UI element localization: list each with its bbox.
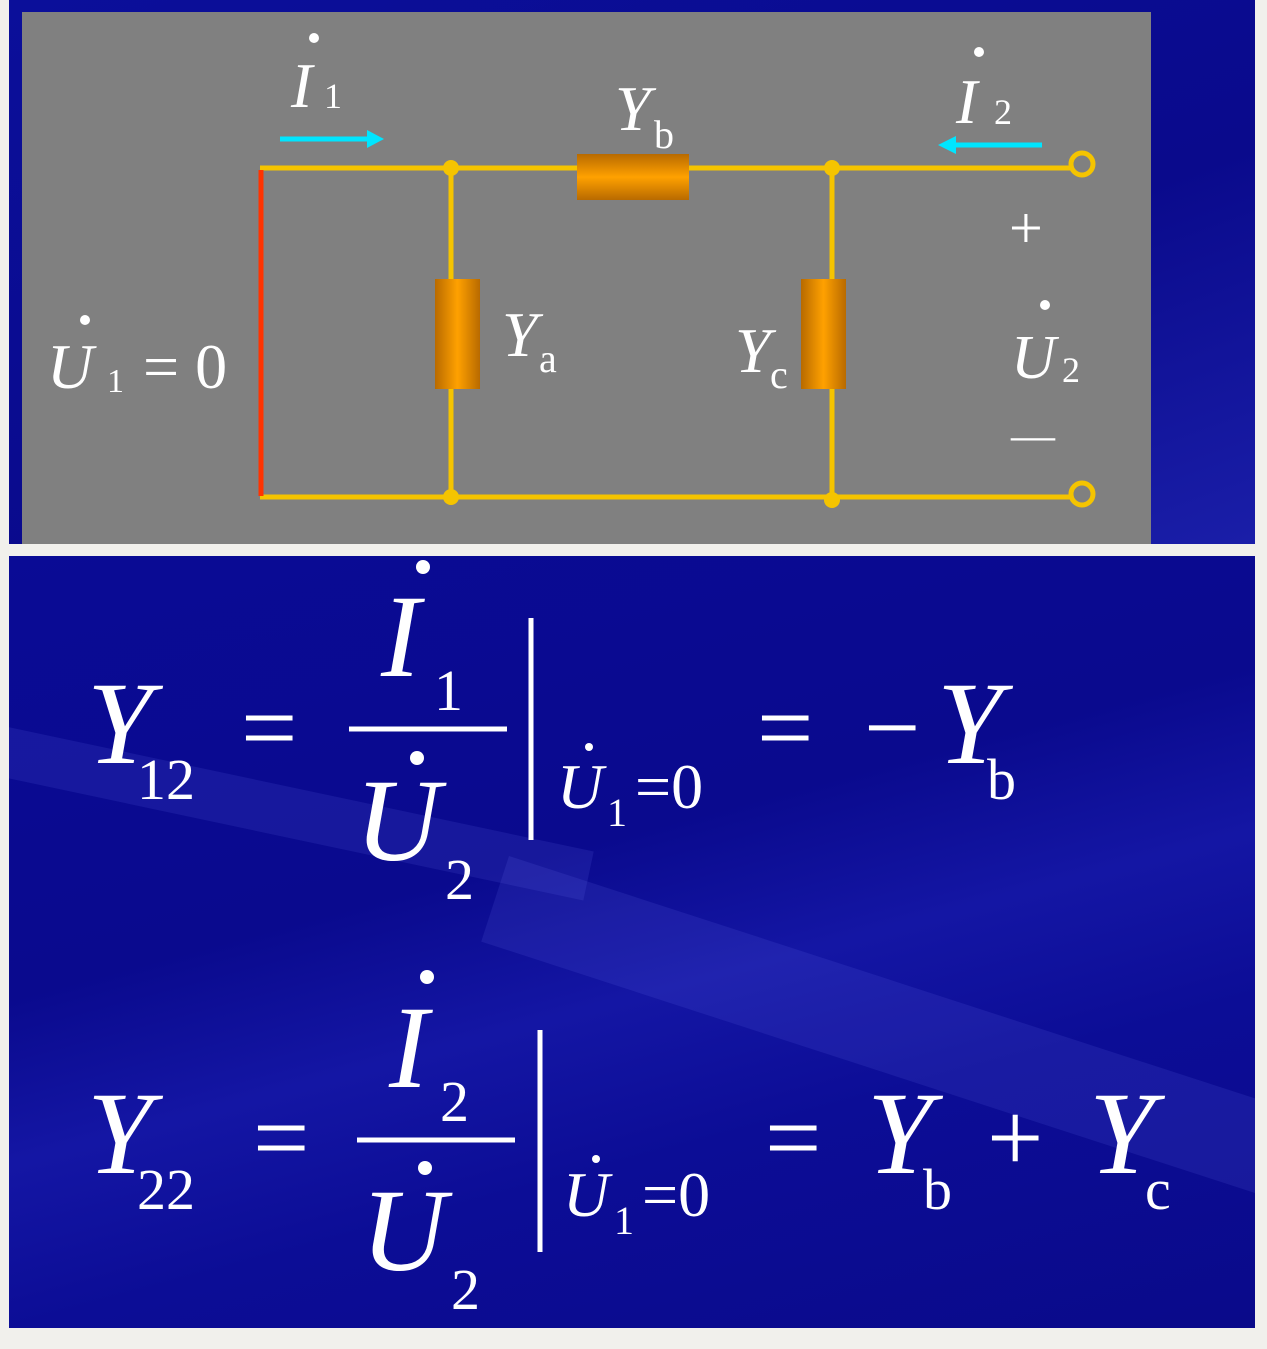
svg-text:U: U [1011, 324, 1060, 392]
label-yb: Y b [615, 73, 674, 157]
label-u1-zero: U 1 = 0 [47, 315, 227, 402]
svg-text:1: 1 [324, 76, 342, 116]
svg-text:b: b [654, 112, 674, 157]
svg-text:Y: Y [735, 315, 777, 386]
svg-text:U: U [557, 751, 607, 822]
label-u2: U 2 [1011, 300, 1080, 392]
svg-text:U: U [355, 755, 447, 886]
svg-text:12: 12 [137, 747, 195, 812]
svg-text:Y: Y [87, 1068, 164, 1199]
svg-text:2: 2 [440, 1069, 469, 1134]
svg-text:2: 2 [451, 1257, 480, 1322]
svg-text:1: 1 [434, 658, 463, 723]
svg-text:−: − [864, 672, 920, 783]
svg-text:Y: Y [867, 1068, 944, 1199]
i1-arrow [280, 130, 384, 148]
svg-text:b: b [923, 1157, 952, 1222]
wires [260, 165, 1071, 500]
equations-panel: Y 12 = I 1 U 2 U 1 =0 = − Y b Y 22 [9, 556, 1255, 1328]
svg-text:1: 1 [614, 1198, 634, 1243]
label-i1: I 1 [290, 33, 342, 121]
port2-bottom-terminal [1068, 480, 1096, 508]
circuit-background [22, 12, 1151, 544]
svg-text:U: U [361, 1165, 453, 1296]
svg-text:I: I [380, 571, 425, 702]
svg-text:1: 1 [607, 790, 627, 835]
equations: Y 12 = I 1 U 2 U 1 =0 = − Y b Y 22 [87, 560, 1171, 1322]
yb-resistor [577, 154, 689, 200]
port2-top-terminal [1068, 150, 1096, 178]
junction-dot [443, 160, 459, 176]
svg-text:2: 2 [445, 847, 474, 912]
svg-text:=: = [253, 1082, 309, 1193]
svg-text:Y: Y [87, 658, 164, 789]
svg-text:Y: Y [1089, 1068, 1166, 1199]
i2-arrow [938, 136, 1042, 154]
svg-text:U: U [47, 331, 97, 402]
svg-text:U: U [563, 1159, 613, 1230]
port2-plus-sign: + [1009, 195, 1043, 261]
svg-text:2: 2 [1062, 350, 1080, 390]
svg-text:1: 1 [107, 363, 124, 400]
svg-text:22: 22 [137, 1157, 195, 1222]
svg-text:Y: Y [937, 658, 1014, 789]
label-yc: Y c [735, 315, 788, 397]
junction-dot [824, 492, 840, 508]
circuit-diagram: I 1 Y b I 2 Y a Y c U 1 = 0 + U [47, 33, 1096, 508]
svg-text:c: c [1145, 1157, 1171, 1222]
svg-text:b: b [987, 747, 1016, 812]
svg-text:=: = [241, 672, 297, 783]
svg-text:Y: Y [502, 299, 544, 370]
label-ya: Y a [502, 299, 557, 381]
yc-resistor [801, 279, 846, 389]
svg-text:+: + [987, 1082, 1043, 1193]
svg-text:I: I [388, 982, 433, 1113]
svg-text:a: a [539, 336, 557, 381]
svg-text:= 0: = 0 [143, 331, 227, 402]
svg-text:I: I [290, 50, 315, 121]
svg-text:Y: Y [615, 73, 657, 144]
junctions [443, 160, 840, 508]
junction-dot [824, 160, 840, 176]
equation-y12: Y 12 = I 1 U 2 U 1 =0 = − Y b [87, 560, 1016, 912]
svg-text:2: 2 [994, 92, 1012, 132]
label-i2: I 2 [955, 47, 1012, 137]
ya-resistor [435, 279, 480, 389]
junction-dot [443, 489, 459, 505]
svg-text:=0: =0 [635, 751, 703, 822]
svg-text:=: = [765, 1082, 821, 1193]
svg-text:=: = [757, 672, 813, 783]
equation-y22: Y 22 = I 2 U 2 U 1 =0 = Y b + Y c [87, 970, 1171, 1322]
svg-text:c: c [770, 352, 788, 397]
port2-minus-sign: — [1010, 411, 1056, 460]
circuit-panel: I 1 Y b I 2 Y a Y c U 1 = 0 + U [9, 0, 1255, 544]
svg-text:I: I [955, 66, 980, 137]
svg-text:=0: =0 [642, 1159, 710, 1230]
